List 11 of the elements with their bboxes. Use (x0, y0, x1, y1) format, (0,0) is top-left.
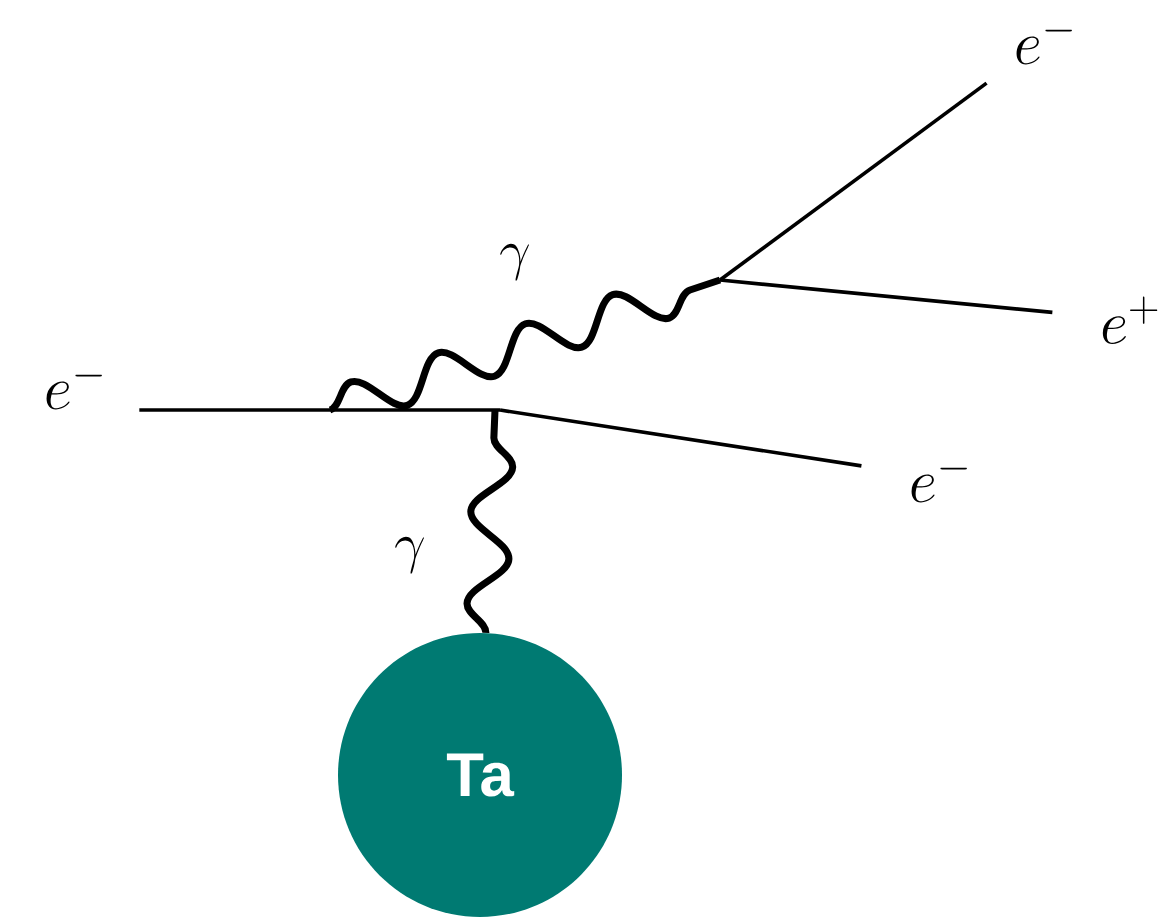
particle-label: $e^{-}$ (1016, 29, 1072, 65)
particle-label: $e^{-}$ (46, 374, 102, 410)
particle-label: $e^{+}$ (1102, 296, 1158, 345)
fermion-line (718, 81, 988, 282)
fermion-line (719, 278, 1053, 315)
fermion-line (499, 408, 862, 468)
photon-line (463, 409, 517, 634)
edge-label: $\gamma$ (395, 536, 425, 574)
fermion-line (139, 408, 500, 412)
photon-label: $\gamma$ (500, 243, 530, 281)
particle-label: $e^{-}$ (911, 467, 967, 503)
